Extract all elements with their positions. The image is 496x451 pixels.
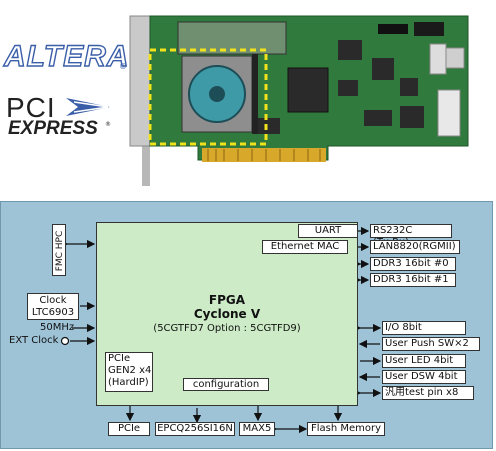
registered-mark-icon: ® bbox=[119, 62, 127, 71]
io-label: I/O 8bit bbox=[385, 322, 422, 333]
max5-label: MAX5 bbox=[242, 423, 272, 434]
lan-block: LAN8820(RGMII) bbox=[370, 240, 460, 254]
ext-clock-input-icon bbox=[60, 336, 70, 346]
led-block: User LED 4bit bbox=[382, 354, 466, 368]
fpga-family: Cyclone V bbox=[193, 307, 261, 321]
clock-label: Clock LTC6903 bbox=[31, 295, 75, 318]
pcie-ip-line-2: GEN2 x4 bbox=[108, 365, 152, 376]
altera-logo: ALTERA bbox=[3, 39, 130, 73]
test-pin-label: 汎用test pin x8 bbox=[385, 387, 459, 398]
pcie-bottom-block: PCIe bbox=[108, 422, 150, 436]
uart-label: UART bbox=[314, 225, 342, 236]
fmc-hpc-block: FMC HPC bbox=[52, 224, 66, 276]
fmc-hpc-label: FMC HPC bbox=[55, 230, 65, 272]
push-sw-block: User Push SW×2 bbox=[382, 337, 480, 351]
pci-logo-text: PCI bbox=[6, 92, 56, 123]
ddr3-1-block: DDR3 16bit #1 bbox=[370, 273, 456, 287]
ddr3-0-label: DDR3 16bit #0 bbox=[373, 258, 449, 269]
dsw-label: User DSW 4bit bbox=[385, 371, 458, 382]
board-photo bbox=[129, 15, 469, 186]
registered-mark-icon: ® bbox=[105, 121, 111, 128]
fpga-chip bbox=[287, 67, 329, 113]
lan-label: LAN8820(RGMII) bbox=[373, 241, 456, 252]
io-block: I/O 8bit bbox=[382, 321, 466, 335]
flash-memory-label: Flash Memory bbox=[310, 423, 382, 434]
dsw-block: User DSW 4bit bbox=[382, 370, 466, 384]
ddr3-1-label: DDR3 16bit #1 bbox=[373, 274, 449, 285]
epcq-block: EPCQ256SI16N bbox=[155, 422, 235, 436]
led-label: User LED 4bit bbox=[385, 355, 454, 366]
uart-block: UART bbox=[298, 224, 358, 238]
fpga-highlight-box bbox=[148, 48, 268, 146]
bracket-icon bbox=[142, 142, 150, 186]
fpga-title: FPGA bbox=[208, 293, 246, 307]
pci-express-arrow-icon bbox=[66, 98, 110, 116]
freq-label: 50MHz bbox=[40, 322, 75, 333]
flash-memory-block: Flash Memory bbox=[307, 422, 385, 436]
configuration-label: configuration bbox=[192, 379, 260, 390]
ext-clock-label: EXT Clock bbox=[9, 335, 59, 346]
pcie-hardip-block: PCIe GEN2 x4 (HardIP) bbox=[105, 352, 153, 392]
pci-express-logo-text: EXPRESS bbox=[8, 118, 98, 139]
ddr3-0-block: DDR3 16bit #0 bbox=[370, 257, 456, 271]
epcq-label: EPCQ256SI16N bbox=[157, 423, 233, 434]
clock-block: Clock LTC6903 bbox=[27, 293, 79, 320]
pcie-ip-line-3: (HardIP) bbox=[108, 377, 149, 388]
fpga-part: (5CGTFD7 Option : 5CGTFD9) bbox=[153, 323, 301, 334]
push-sw-label: User Push SW×2 bbox=[385, 338, 469, 349]
configuration-block: configuration bbox=[183, 378, 269, 391]
rs232-block: RS232C (Tx,Rx) bbox=[370, 224, 452, 248]
pcie-ip-line-1: PCIe bbox=[108, 353, 131, 364]
pcie-bottom-label: PCIe bbox=[117, 423, 141, 434]
ethernet-mac-label: Ethernet MAC bbox=[270, 241, 340, 252]
test-pin-block: 汎用test pin x8 bbox=[382, 386, 474, 400]
pcie-edge-connector bbox=[202, 148, 326, 162]
max5-block: MAX5 bbox=[239, 422, 275, 436]
connector-strip bbox=[252, 54, 258, 134]
ethernet-mac-block: Ethernet MAC bbox=[262, 240, 348, 254]
